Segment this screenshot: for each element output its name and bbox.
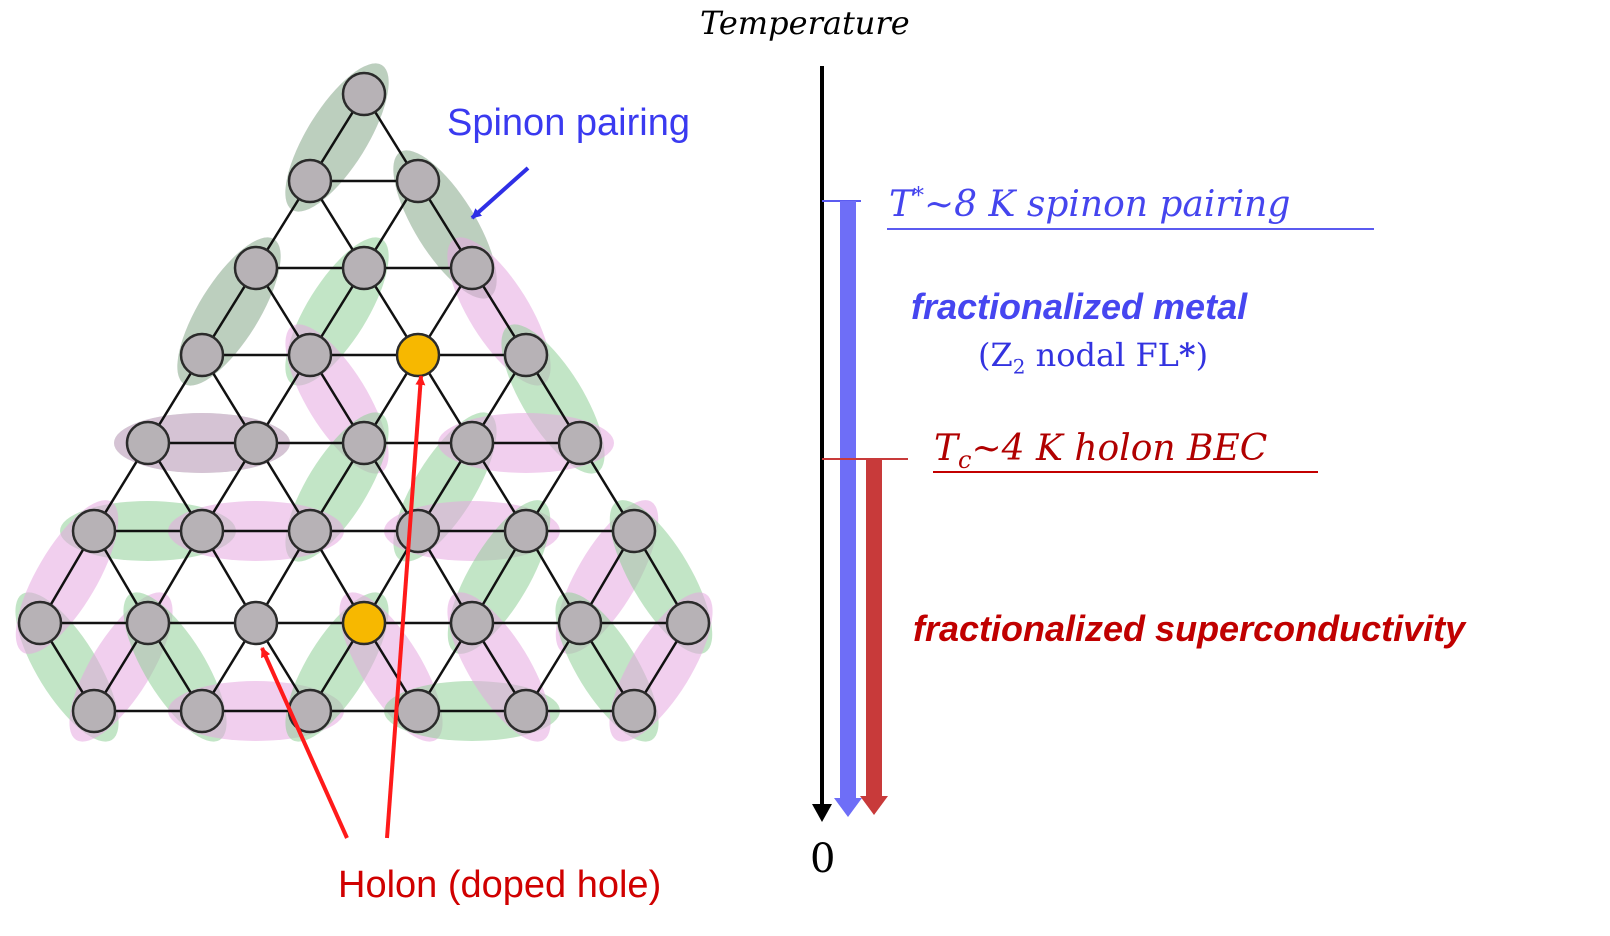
lattice-site xyxy=(179,508,225,554)
holon-site xyxy=(395,332,441,378)
axis-title: Temperature xyxy=(700,4,910,42)
spinon-pairing-arrow xyxy=(470,166,530,220)
lattice-site xyxy=(233,600,279,646)
holon-bec-bar xyxy=(866,459,882,799)
lattice-site xyxy=(611,508,657,554)
holon-arrow-left xyxy=(260,647,349,839)
fractionalized-superconductivity-label: fractionalized superconductivity xyxy=(913,608,1466,649)
spinon-pairing-label: Spinon pairing xyxy=(447,102,690,144)
spinon-pair-ellipses xyxy=(15,63,713,742)
lattice-site xyxy=(503,508,549,554)
metal-subtitle-star: * xyxy=(1178,336,1196,374)
lattice-site xyxy=(179,332,225,378)
lattice-site xyxy=(341,420,387,466)
tc-symbol: T xyxy=(934,428,959,469)
holon-arrow-right xyxy=(385,375,426,839)
lattice-site xyxy=(503,688,549,734)
metal-subtitle: (Z2 nodal FL*) xyxy=(978,336,1208,378)
lattice-site xyxy=(557,420,603,466)
metal-subtitle-rest: nodal FL xyxy=(1025,336,1179,374)
lattice-site xyxy=(449,420,495,466)
lattice-sites xyxy=(17,71,711,734)
lattice-site xyxy=(341,71,387,117)
spinon-pairing-bar xyxy=(840,201,856,801)
lattice-site xyxy=(611,688,657,734)
lattice-site xyxy=(341,245,387,291)
holon-site xyxy=(341,600,387,646)
lattice-site xyxy=(71,508,117,554)
lattice-site xyxy=(179,688,225,734)
lattice-site xyxy=(503,332,549,378)
lattice-site xyxy=(125,600,171,646)
tstar-superscript: * xyxy=(913,184,925,209)
lattice-site xyxy=(449,245,495,291)
lattice-site xyxy=(395,158,441,204)
lattice-site xyxy=(71,688,117,734)
tc-label: Tc∼4 K holon BEC xyxy=(934,428,1267,474)
spinon-pairing-bar-arrowhead xyxy=(834,798,862,817)
lattice-site xyxy=(125,420,171,466)
lattice-site xyxy=(287,158,333,204)
temperature-axis-arrowhead xyxy=(812,804,832,822)
holon-bec-bar-arrowhead xyxy=(860,796,888,815)
metal-subtitle-close: ) xyxy=(1195,336,1209,374)
lattice-site xyxy=(287,332,333,378)
tstar-text: ∼8 K spinon pairing xyxy=(924,184,1291,225)
fractionalized-metal-label: fractionalized metal xyxy=(911,286,1248,327)
holon-label: Holon (doped hole) xyxy=(338,864,662,906)
lattice-site xyxy=(287,508,333,554)
lattice-site xyxy=(17,600,63,646)
lattice-site xyxy=(395,688,441,734)
axis-zero-label: 0 xyxy=(810,836,836,882)
lattice-site xyxy=(395,508,441,554)
tstar-label: T*∼8 K spinon pairing xyxy=(889,184,1290,225)
metal-subtitle-sub: 2 xyxy=(1012,354,1026,379)
lattice-site xyxy=(665,600,711,646)
lattice-site xyxy=(233,245,279,291)
metal-subtitle-open: (Z xyxy=(978,336,1013,374)
lattice-site xyxy=(233,420,279,466)
tc-subscript: c xyxy=(958,446,972,475)
lattice-site xyxy=(557,600,603,646)
tc-text: ∼4 K holon BEC xyxy=(971,428,1268,469)
lattice-site xyxy=(449,600,495,646)
tstar-symbol: T xyxy=(889,184,914,225)
